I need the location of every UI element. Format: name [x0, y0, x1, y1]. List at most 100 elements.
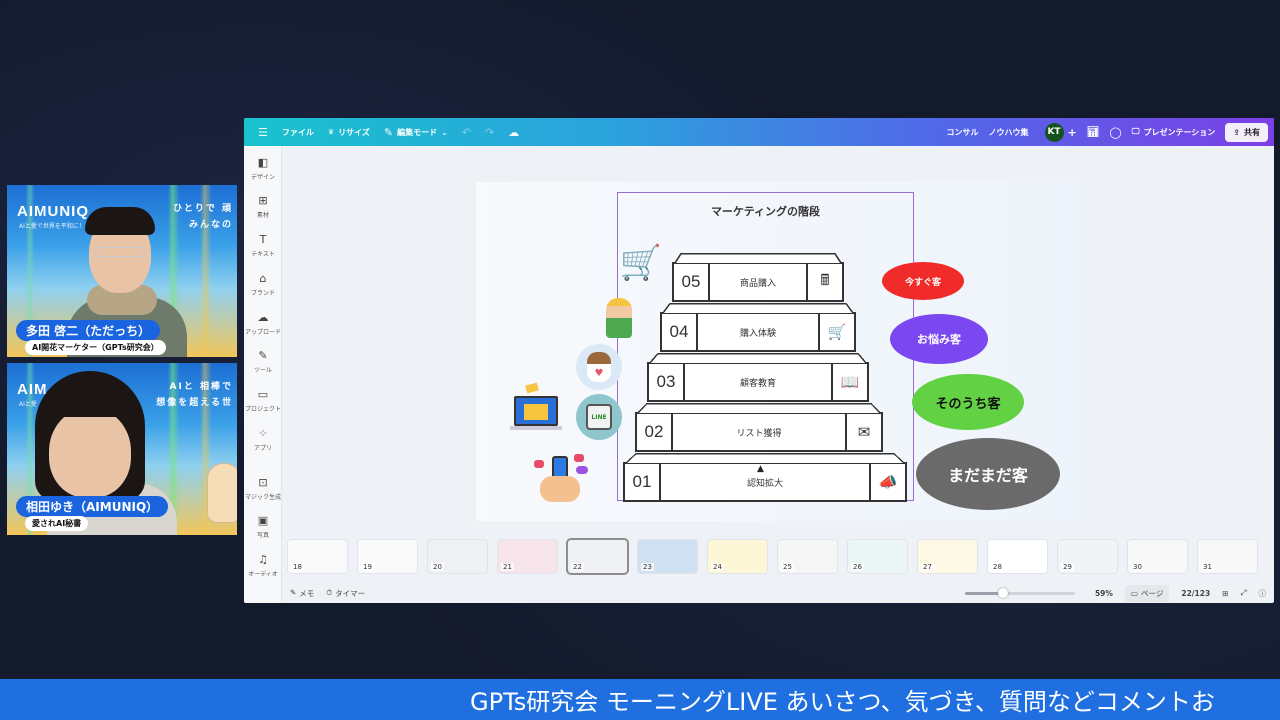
page-number: 23 [641, 562, 654, 571]
redo-icon: ↷ [485, 125, 495, 139]
edit-mode-dropdown[interactable]: ✎編集モード⌄ [383, 125, 448, 139]
sidebar-item-brand[interactable]: ⌂ブランド [244, 272, 282, 297]
page-thumbnail-strip: 18 19 20 21 22 23 24 25 26 27 28 29 30 31 [288, 536, 1274, 576]
page-thumbnail[interactable]: 23 [638, 539, 697, 573]
hamburger-icon: ☰ [258, 125, 268, 139]
comments-button[interactable]: ◯ [1109, 126, 1121, 139]
brand-icon: ⌂ [259, 272, 267, 285]
notes-button[interactable]: ✎メモ [290, 587, 315, 598]
help-button[interactable]: ⓘ [1259, 588, 1267, 599]
customer-segment-4[interactable]: まだまだ客 [916, 438, 1060, 510]
present-button[interactable]: 🖵プレゼンテーション [1131, 127, 1216, 137]
status-bar: ✎メモ ⏱タイマー 59% ▭ページ 22/123 ⊞ ⤢ ⓘ [244, 583, 1274, 603]
step-label: 認知拡大 [746, 478, 783, 489]
bar-chart-icon: 📊︎ [1086, 126, 1100, 138]
zoom-slider[interactable] [964, 587, 1075, 598]
folder-icon: ▭ [257, 388, 269, 401]
page-thumbnail[interactable]: 31 [1198, 539, 1257, 573]
sidebar-item-tools[interactable]: ✎ ツール [244, 349, 282, 374]
page-number: 29 [1061, 562, 1074, 571]
cash-register-icon: 🖩 [806, 264, 842, 300]
top-toolbar: ☰ ファイル ♛リサイズ ✎編集モード⌄ ↶ ↷ ☁ コンサル ノウハウ集 KT… [244, 118, 1274, 146]
file-menu[interactable]: ファイル [281, 127, 314, 137]
page-thumbnail[interactable]: 20 [428, 539, 487, 573]
girl-heart-illustration: ♥ [576, 344, 622, 390]
sidebar-item-design[interactable]: ◧デザイン [244, 156, 282, 181]
step-number: 05 [674, 264, 710, 300]
undo-button[interactable]: ↶ [462, 126, 471, 139]
sidebar-item-label: アプリ [253, 445, 272, 452]
stair-step-05[interactable]: 05 商品購入 🖩 [672, 252, 844, 302]
mail-icon: ✉ [845, 414, 881, 450]
share-button[interactable]: ⇪共有 [1225, 122, 1268, 142]
customer-segment-1[interactable]: 今すぐ客 [882, 262, 964, 300]
step-label: 商品購入 [739, 278, 776, 289]
resize-button[interactable]: ♛リサイズ [327, 127, 370, 137]
video-tile-1: AIMUNIQ AIと愛で世界を平和に！ ひとりで 頑みんなの 多田 啓二（ただ… [7, 185, 237, 357]
user-avatar[interactable]: KT [1044, 122, 1064, 142]
page-thumbnail[interactable]: 18 [288, 539, 347, 573]
page-thumbnail[interactable]: 28 [988, 539, 1047, 573]
sidebar-item-apps[interactable]: ⁘アプリ [244, 427, 282, 452]
page-view-button[interactable]: ▭ページ [1124, 584, 1170, 602]
timer-button[interactable]: ⏱タイマー [326, 587, 366, 598]
text-icon: T [259, 233, 267, 246]
consult-link[interactable]: コンサル [946, 127, 979, 137]
page-thumbnail[interactable]: 26 [848, 539, 907, 573]
tools-icon: ✎ [258, 349, 268, 362]
page-thumbnail[interactable]: 29 [1058, 539, 1117, 573]
menu-button[interactable]: ☰ [258, 126, 268, 139]
page-counter[interactable]: 22/123 [1181, 588, 1211, 598]
crown-icon: ♛ [327, 128, 335, 136]
sidebar-item-label: ツール [253, 367, 272, 374]
zoom-slider-handle[interactable] [998, 587, 1009, 598]
cloud-save-button[interactable]: ☁ [508, 126, 519, 139]
mascot-dog [207, 463, 237, 523]
sidebar-item-magic[interactable]: ⊡ マジック生成 [244, 476, 282, 501]
laptop-mail-illustration [508, 382, 562, 440]
sidebar-item-folder[interactable]: ▭プロジェクト [244, 388, 282, 413]
insights-button[interactable]: 📊︎ [1087, 127, 1100, 138]
grid-view-button[interactable]: ⊞ [1222, 589, 1228, 598]
sidebar-item-audio[interactable]: ♫オーディオ [244, 553, 282, 578]
phone-social-illustration [532, 450, 592, 506]
tagline: ひとりで 頑みんなの [173, 204, 233, 230]
zoom-level[interactable]: 59% [1094, 588, 1113, 598]
sidebar-item-photo[interactable]: ▣写真 [244, 514, 282, 539]
upload-share-icon: ⇪ [1233, 127, 1240, 137]
redo-button[interactable]: ↷ [485, 126, 494, 139]
page-number: 25 [781, 562, 794, 571]
fullscreen-button[interactable]: ⤢ [1241, 588, 1247, 598]
page-thumbnail[interactable]: 25 [778, 539, 837, 573]
page-thumbnail[interactable]: 30 [1128, 539, 1187, 573]
page-number: 27 [921, 562, 934, 571]
stair-tread [637, 402, 881, 413]
sidebar-item-upload[interactable]: ☁ アップロード [244, 311, 282, 336]
knowhow-link[interactable]: ノウハウ集 [988, 127, 1029, 137]
elements-icon: ⊞ [258, 194, 268, 207]
customer-segment-3[interactable]: そのうち客 [912, 374, 1024, 430]
page-thumbnail[interactable]: 19 [358, 539, 417, 573]
add-collaborator-button[interactable]: + [1067, 125, 1077, 139]
page-thumbnail[interactable]: 22 [568, 539, 627, 573]
monitor-icon: ▭ [1130, 588, 1138, 598]
sidebar-item-label: マジック生成 [244, 494, 281, 501]
page-thumbnail[interactable]: 27 [918, 539, 977, 573]
expand-icon: ⤢ [1240, 588, 1247, 597]
magic-icon: ⊡ [258, 476, 268, 489]
upload-icon: ☁ [257, 311, 269, 324]
participant-name: 相田ゆき（AIMUNIQ） [16, 496, 169, 517]
customer-segment-2[interactable]: お悩み客 [890, 314, 988, 364]
page-thumbnail[interactable]: 24 [708, 539, 767, 573]
sidebar-item-label: アップロード [244, 329, 281, 336]
page-thumbnail[interactable]: 21 [498, 539, 557, 573]
sidebar-item-elements[interactable]: ⊞素材 [244, 194, 282, 219]
stair-tread [674, 252, 842, 263]
